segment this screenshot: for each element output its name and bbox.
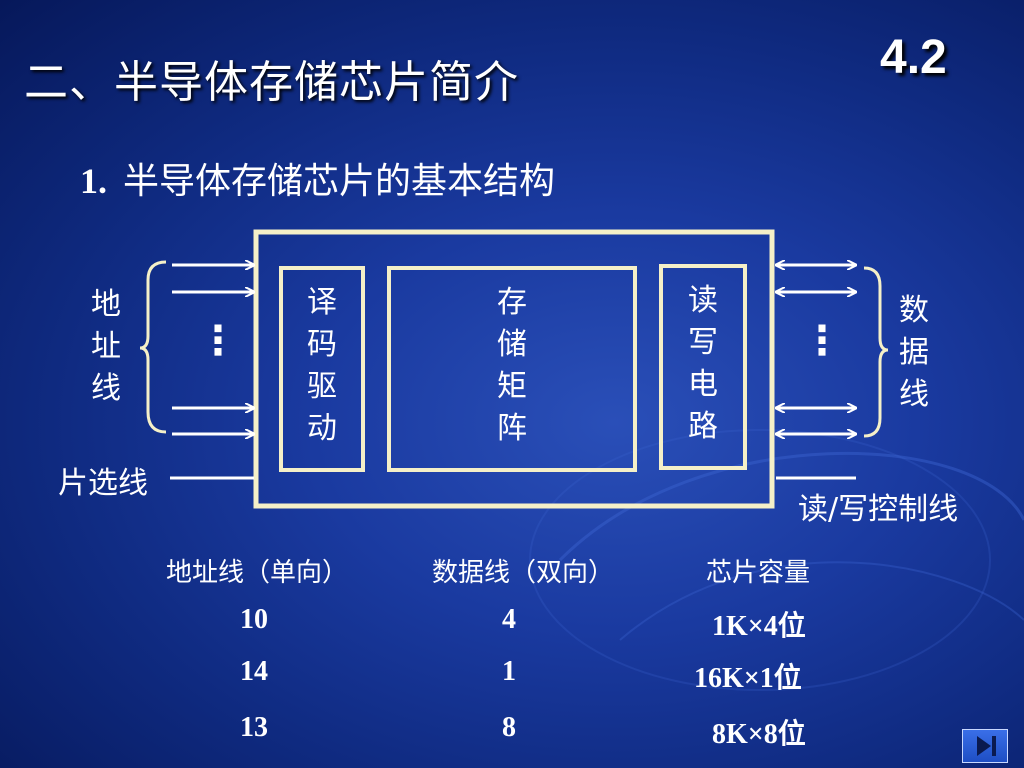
table-cell: 14 — [240, 656, 268, 687]
subtitle-text: 半导体存储芯片的基本结构 — [123, 161, 556, 202]
table-cell: 1K×4位 — [712, 611, 806, 642]
ellipsis-left: ⋮ — [198, 318, 238, 364]
next-slide-button[interactable] — [962, 729, 1008, 763]
ellipsis-right: ⋮ — [802, 318, 842, 364]
decoder-box — [279, 266, 365, 472]
rw-control-label: 读/写控制线 — [798, 492, 959, 527]
right-brace — [863, 266, 889, 438]
table-header-capacity: 芯片容量 — [706, 558, 811, 588]
table-cell: 4 — [502, 604, 516, 635]
table-header-address: 地址线（单向） — [166, 558, 349, 588]
subtitle-number: 1. — [80, 161, 107, 201]
matrix-box — [387, 266, 637, 472]
decoder-label: 译码驱动 — [307, 285, 337, 446]
address-lines-label: 地址线 — [91, 287, 121, 406]
table-cell: 8K×8位 — [712, 719, 806, 750]
left-brace — [139, 260, 167, 434]
chip-frame — [253, 229, 775, 509]
slide-title: 二、半导体存储芯片简介 — [24, 57, 519, 108]
table-cell: 16K×1位 — [694, 663, 802, 694]
chip-select-label: 片选线 — [58, 466, 148, 501]
matrix-label: 存储矩阵 — [497, 285, 527, 446]
table-cell: 8 — [502, 712, 516, 743]
table-cell: 10 — [240, 604, 268, 635]
table-header-data: 数据线（双向） — [432, 558, 615, 588]
rw-circuit-label: 读写电路 — [688, 283, 718, 444]
table-cell: 1 — [502, 656, 516, 687]
rw-circuit-box — [659, 264, 747, 470]
section-subtitle: 1. 半导体存储芯片的基本结构 — [80, 152, 555, 204]
table-cell: 13 — [240, 712, 268, 743]
next-slide-icon — [977, 736, 996, 756]
data-lines-label: 数据线 — [899, 293, 929, 412]
page-number: 4.2 — [880, 31, 947, 84]
